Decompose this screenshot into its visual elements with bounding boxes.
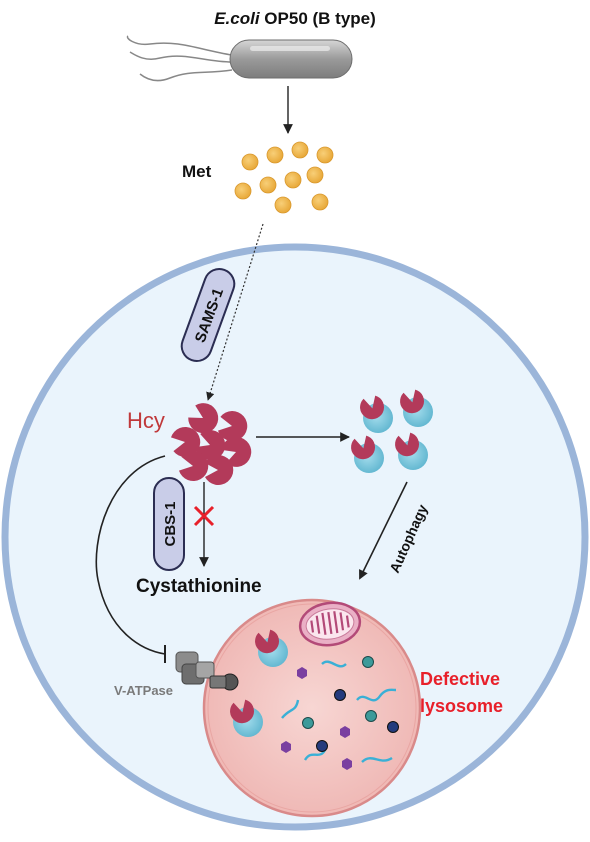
mitochondrion-icon xyxy=(298,601,362,647)
vatpase-label: V-ATPase xyxy=(114,683,173,698)
hcy-label: Hcy xyxy=(127,408,165,433)
bacterium-icon xyxy=(126,35,353,82)
defective-label-line1: Defective xyxy=(420,669,500,689)
met-label: Met xyxy=(182,162,212,181)
cbs1-label: CBS-1 xyxy=(162,501,179,546)
title-text: E.coli OP50 (B type) xyxy=(214,9,376,28)
cell-membrane xyxy=(1,243,589,831)
arrow-autophagy xyxy=(359,481,408,580)
defective-label-line2: lysosome xyxy=(420,696,503,716)
defective-lysosome xyxy=(202,598,422,818)
inhibition-block-icon xyxy=(193,505,215,527)
methionine-cluster xyxy=(234,141,334,214)
title-strain: OP50 (B type) xyxy=(260,9,376,28)
cbs1-enzyme: CBS-1 xyxy=(153,477,185,571)
arrow-met-to-hcy xyxy=(206,223,264,401)
inhibition-curve xyxy=(95,455,166,655)
v-atpase-icon xyxy=(175,651,239,691)
title-species: E.coli xyxy=(214,9,261,28)
cystathionine-label: Cystathionine xyxy=(136,576,262,597)
